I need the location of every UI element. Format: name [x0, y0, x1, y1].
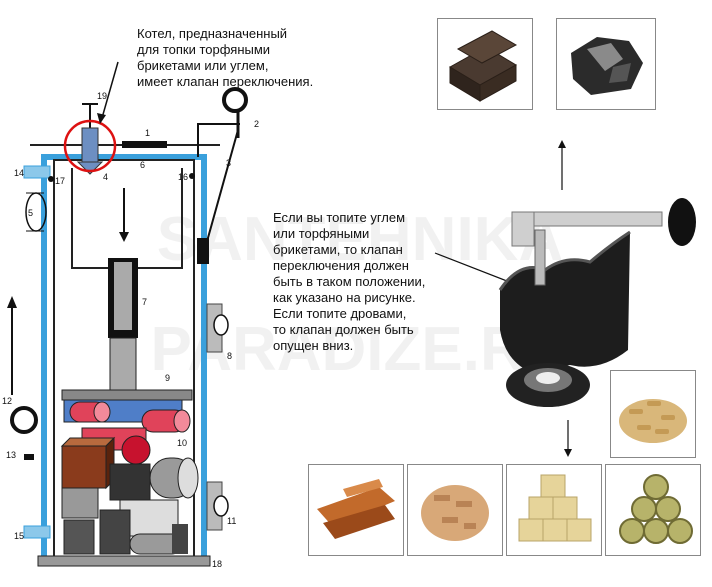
top-lid: [122, 141, 167, 148]
port-14: [23, 165, 51, 179]
watermark-line-1: SANTEHNIKA: [157, 205, 563, 274]
label-8: 8: [227, 351, 233, 361]
photo-firewood: [308, 464, 404, 556]
port-15: [23, 525, 51, 539]
label-2: 2: [254, 119, 260, 129]
label-11: 11: [227, 516, 237, 526]
valve-knob: [668, 198, 696, 246]
label-6: 6: [140, 160, 146, 170]
label-18: 18: [212, 559, 223, 569]
photo-peat-briquettes-round: [605, 464, 701, 556]
label-13: 13: [6, 450, 17, 460]
label-16: 16: [178, 172, 189, 182]
valve-wheel-icon: [222, 87, 248, 113]
label-15: 15: [14, 531, 25, 541]
label-1: 1: [145, 128, 151, 138]
photo-peat-briquettes: [437, 18, 533, 110]
highlight-circle: [63, 119, 117, 173]
label-12: 12: [2, 396, 13, 406]
photo-sawdust-briquettes: [506, 464, 602, 556]
base-plate: [37, 555, 211, 567]
photo-wood-chips: [407, 464, 503, 556]
valve-plate: [500, 232, 630, 372]
handle-12: [10, 406, 38, 434]
down-arrow-icon: [564, 449, 572, 457]
label-9: 9: [165, 373, 171, 383]
caption-right: Если вы топите углем или торфяными брике…: [273, 210, 426, 353]
draft-arrow-icon: [7, 296, 17, 308]
label-7: 7: [142, 297, 148, 307]
label-3: 3: [226, 158, 232, 168]
label-5: 5: [28, 208, 34, 218]
label-19: 19: [97, 91, 108, 101]
caption-top: Котел, предназначенный для топки торфяны…: [137, 26, 314, 89]
chain-lever: [197, 238, 209, 264]
label-10: 10: [177, 438, 188, 448]
label-4: 4: [103, 172, 109, 182]
label-17: 17: [55, 176, 66, 186]
label-14: 14: [14, 168, 25, 178]
up-arrow-icon: [558, 140, 566, 148]
flue-column: [114, 262, 132, 330]
photo-wood-pellets: [610, 370, 696, 458]
photo-coal: [556, 18, 656, 110]
